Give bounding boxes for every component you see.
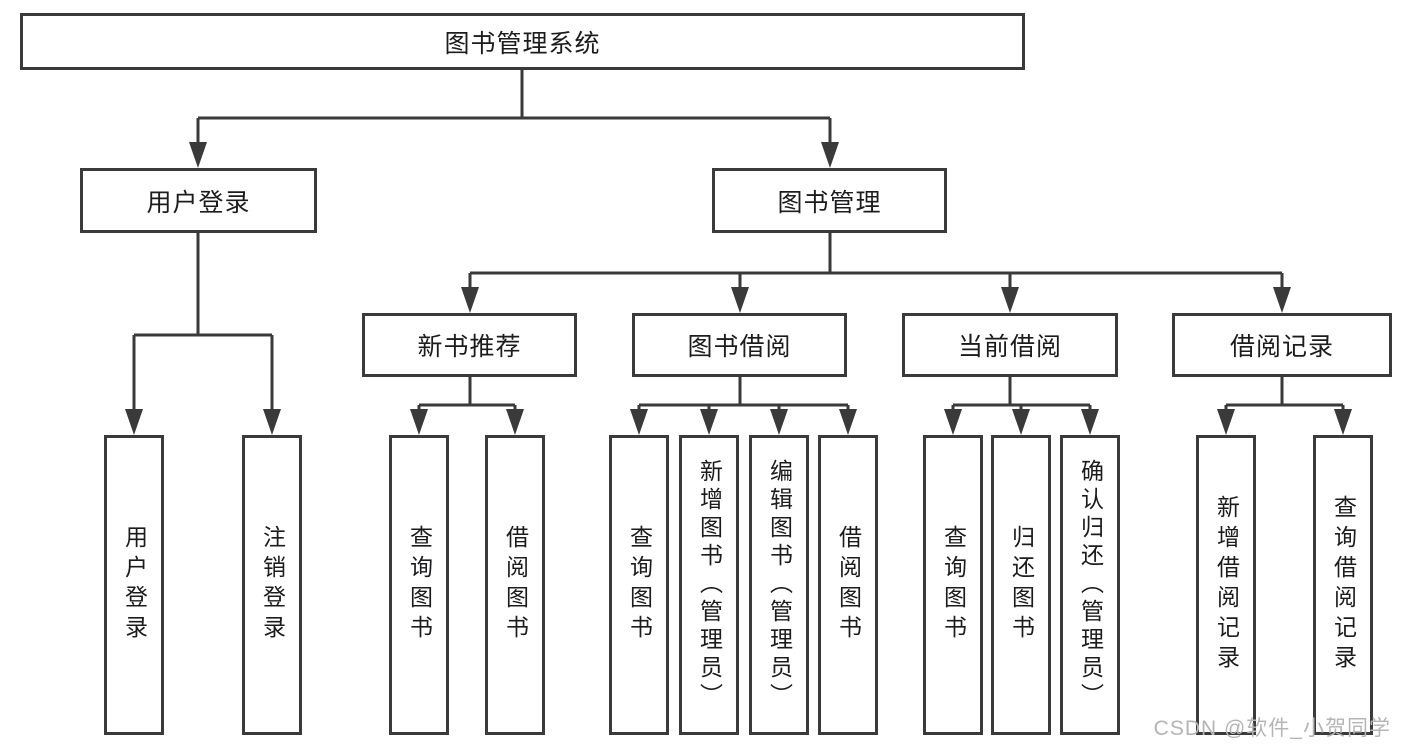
- leaf-label: 查询图书: [406, 525, 433, 645]
- leaf-confirm-return-admin: 确认归还（管理员）: [1060, 435, 1120, 735]
- leaf-label: 新增借阅记录: [1213, 495, 1240, 675]
- node-label: 新书推荐: [417, 333, 522, 361]
- node-label: 当前借阅: [957, 333, 1062, 361]
- node-new-book-recommendation: 新书推荐: [362, 313, 577, 377]
- node-book-management: 图书管理: [712, 168, 947, 233]
- leaf-label: 借阅图书: [502, 525, 529, 645]
- leaf-label: 确认归还（管理员）: [1077, 459, 1104, 711]
- node-label: 图书借阅: [687, 333, 792, 361]
- leaf-label: 查询图书: [626, 525, 653, 645]
- node-current-borrowing: 当前借阅: [902, 313, 1118, 377]
- leaf-borrow-books: 借阅图书: [818, 435, 878, 735]
- leaf-label: 用户登录: [121, 525, 148, 645]
- leaf-add-borrow-record: 新增借阅记录: [1196, 435, 1256, 735]
- leaf-label: 编辑图书（管理员）: [766, 459, 793, 711]
- leaf-edit-book-admin: 编辑图书（管理员）: [749, 435, 809, 735]
- node-borrowing-records: 借阅记录: [1172, 313, 1392, 377]
- node-label: 图书管理系统: [444, 29, 601, 58]
- node-label: 借阅记录: [1229, 333, 1334, 361]
- leaf-label: 归还图书: [1008, 525, 1035, 645]
- leaf-label: 借阅图书: [835, 525, 862, 645]
- leaf-user-login: 用户登录: [104, 435, 164, 735]
- leaf-query-books-borrow: 查询图书: [609, 435, 669, 735]
- node-book-borrowing: 图书借阅: [632, 313, 847, 377]
- node-label: 用户登录: [146, 188, 251, 217]
- leaf-label: 查询图书: [940, 525, 967, 645]
- node-label: 图书管理: [777, 188, 882, 217]
- leaf-add-book-admin: 新增图书（管理员）: [679, 435, 739, 735]
- leaf-label: 注销登录: [259, 525, 286, 645]
- leaf-borrow-books-recommend: 借阅图书: [485, 435, 545, 735]
- node-user-login: 用户登录: [80, 168, 317, 233]
- node-library-management-system: 图书管理系统: [20, 13, 1025, 70]
- leaf-query-borrow-record: 查询借阅记录: [1313, 435, 1373, 735]
- leaf-logout: 注销登录: [242, 435, 302, 735]
- csdn-watermark: CSDN @软件_小贺同学: [1153, 717, 1391, 740]
- leaf-return-books: 归还图书: [991, 435, 1051, 735]
- leaf-label: 新增图书（管理员）: [696, 459, 723, 711]
- leaf-query-books-current: 查询图书: [923, 435, 983, 735]
- leaf-query-books-recommend: 查询图书: [389, 435, 449, 735]
- leaf-label: 查询借阅记录: [1330, 495, 1357, 675]
